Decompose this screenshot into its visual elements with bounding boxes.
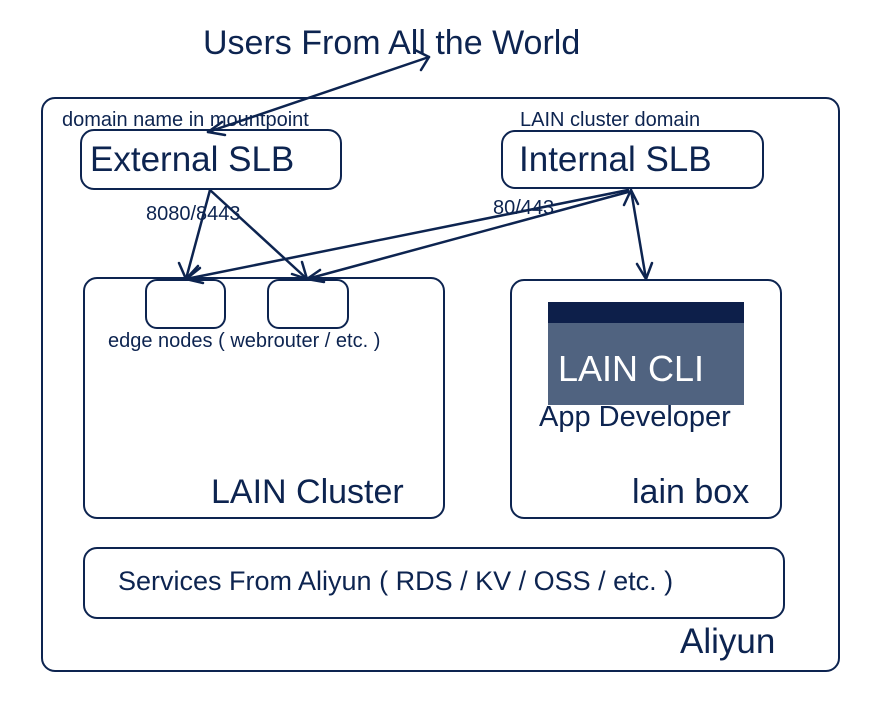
edge-node-1[interactable] xyxy=(145,279,226,329)
lain-cluster-label: LAIN Cluster xyxy=(211,473,404,511)
aliyun-label: Aliyun xyxy=(680,622,776,661)
app-developer-label: App Developer xyxy=(539,401,731,433)
lain-box-label: lain box xyxy=(632,473,750,511)
users-title: Users From All the World xyxy=(203,24,581,62)
services-node[interactable] xyxy=(83,547,785,619)
edge-nodes-label: edge nodes ( webrouter / etc. ) xyxy=(108,330,381,352)
internal-slb-label: Internal SLB xyxy=(519,140,712,179)
lain-cli-window[interactable]: LAIN CLI xyxy=(548,302,744,405)
services-label: Services From Aliyun ( RDS / KV / OSS / … xyxy=(118,566,674,596)
internal-slb-node[interactable] xyxy=(501,130,764,189)
external-slb-ports: 8080/8443 xyxy=(146,203,241,225)
external-slb-label: External SLB xyxy=(90,140,295,179)
internal-slb-ports: 80/443 xyxy=(493,197,555,219)
lain-cli-label: LAIN CLI xyxy=(558,348,705,389)
aliyun-container xyxy=(41,97,840,672)
edge-node-2[interactable] xyxy=(267,279,349,329)
lain-cli-titlebar xyxy=(548,302,744,323)
internal-slb-annotation: LAIN cluster domain xyxy=(520,109,701,131)
